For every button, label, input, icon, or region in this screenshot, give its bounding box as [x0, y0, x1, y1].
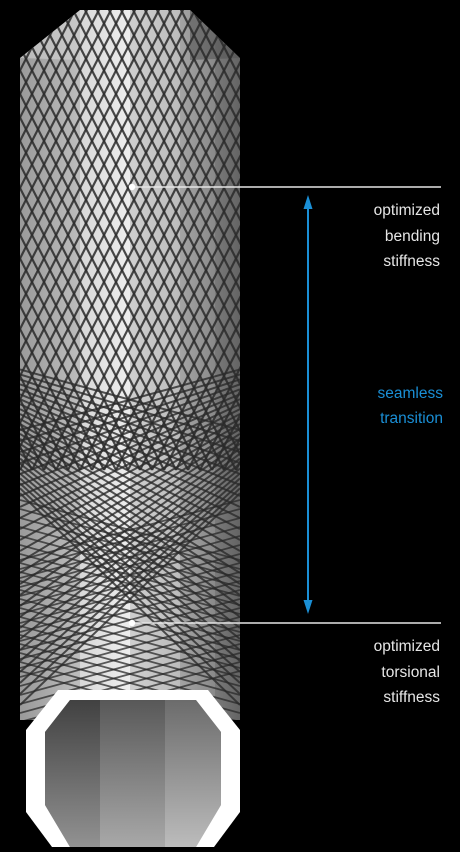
fiber-strand — [20, 508, 240, 570]
label-bending: optimized bending stiffness — [374, 202, 441, 270]
fiber-strand — [20, 10, 177, 471]
fiber-strand — [127, 10, 240, 471]
callout-top — [128, 183, 441, 191]
fiber-strand — [43, 10, 240, 471]
fiber-strand — [20, 10, 213, 471]
double-headed-arrow-icon — [303, 195, 313, 614]
fiber-strand — [20, 607, 240, 669]
fiber-strand — [20, 616, 240, 678]
label-torsional: optimized torsional stiffness — [374, 638, 441, 706]
fiber-strand — [20, 10, 129, 471]
fiber-strand — [79, 10, 240, 471]
fiber-strand — [20, 10, 105, 471]
fiber-strand — [20, 10, 201, 471]
fiber-strand — [91, 10, 240, 471]
fiber-strand — [187, 10, 240, 471]
fiber-strand — [20, 10, 21, 471]
fiber-strand — [20, 447, 240, 607]
fiber-strand — [20, 10, 129, 471]
callout-dot-top — [128, 183, 136, 191]
fiber-strand — [103, 10, 240, 471]
fiber-strand — [20, 472, 240, 662]
fiber-strand — [20, 383, 240, 464]
fiber-strand — [20, 535, 240, 597]
label-torsional-line-1: optimized — [374, 638, 440, 655]
fiber-strand — [20, 10, 165, 471]
fiber-strand — [20, 526, 240, 588]
tube-cross-section — [26, 690, 240, 847]
label-bending-line-3: stiffness — [383, 253, 440, 270]
fiber-strand — [20, 487, 240, 695]
callout-bottom — [128, 619, 441, 627]
fiber-strand — [151, 10, 240, 471]
fiber-strand — [20, 10, 153, 471]
fiber-strand — [20, 10, 189, 471]
fiber-strand — [31, 10, 240, 471]
fiber-strand — [20, 10, 21, 471]
fiber-strand — [20, 368, 240, 431]
fiber-strand — [20, 580, 240, 642]
tube-bevel-right — [190, 10, 240, 60]
fiber-strand — [20, 467, 240, 651]
fiber-strand — [175, 10, 240, 471]
fiber-strand — [187, 10, 240, 471]
fiber-strand — [20, 10, 93, 471]
label-bending-line-2: bending — [385, 228, 440, 245]
label-bending-line-1: optimized — [374, 202, 440, 219]
fiber-strand — [20, 562, 240, 624]
fiber-strand — [151, 10, 240, 471]
label-transition-line-1: seamless — [378, 385, 444, 402]
fiber-strand — [20, 625, 240, 687]
fiber-strand — [20, 10, 105, 471]
fiber-strand — [20, 10, 93, 471]
fiber-strand — [20, 517, 240, 579]
cross-section-interior — [45, 700, 221, 847]
label-torsional-line-2: torsional — [381, 664, 440, 681]
fiber-strand — [20, 388, 240, 475]
fiber-strand — [20, 403, 240, 508]
fiber-strand — [20, 544, 240, 606]
fiber-strand — [163, 10, 240, 471]
fiber-strand — [20, 10, 240, 471]
label-transition-line-2: transition — [380, 410, 443, 427]
fiber-strand — [175, 10, 240, 471]
fiber-strand — [20, 10, 237, 471]
fiber-strand — [20, 10, 69, 471]
fiber-strand — [55, 10, 240, 471]
label-torsional-line-3: stiffness — [383, 689, 440, 706]
fiber-strand — [139, 10, 240, 471]
fiber-strand — [20, 10, 81, 471]
fiber-strand — [67, 10, 240, 471]
fiber-strand — [20, 373, 240, 442]
fiber-strand — [20, 442, 240, 596]
arrow-head-down — [303, 600, 313, 614]
fiber-strand — [20, 589, 240, 651]
fiber-strand — [20, 634, 240, 696]
fiber-strand — [20, 452, 240, 618]
fiber-strand — [20, 553, 240, 615]
fiber-strand — [20, 598, 240, 660]
fiber-strand — [20, 10, 117, 471]
fiber-strand — [20, 499, 240, 561]
fiber-strand — [20, 10, 141, 471]
fiber-strand — [20, 571, 240, 633]
arrow-head-up — [303, 195, 313, 209]
fiber-strand — [127, 10, 240, 471]
fiber-strand — [20, 428, 240, 563]
callout-dot-bottom — [128, 619, 136, 627]
label-transition: seamless transition — [378, 385, 444, 427]
